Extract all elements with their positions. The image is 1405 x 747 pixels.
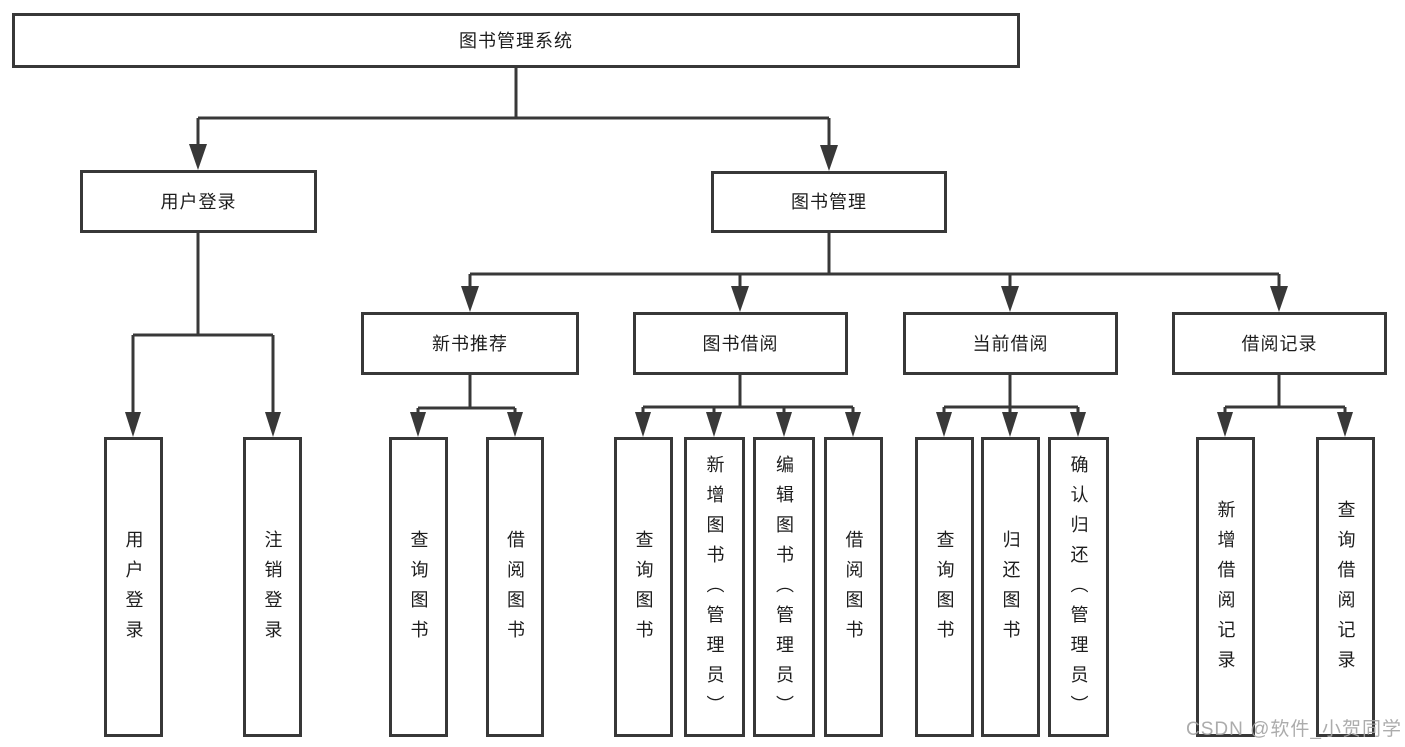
leaf-user-login: 用户登录 [104, 437, 163, 737]
node-user-login: 用户登录 [80, 170, 317, 233]
node-new-book-recommend: 新书推荐 [361, 312, 579, 375]
arrow-down-icon [461, 286, 479, 312]
arrow-down-icon [507, 412, 523, 437]
leaf-edit-book-admin: 编辑图书（管理员） [753, 437, 815, 737]
arrow-down-icon [776, 412, 792, 437]
node-book-borrow: 图书借阅 [633, 312, 848, 375]
node-library-system-root: 图书管理系统 [12, 13, 1020, 68]
arrow-down-icon [731, 286, 749, 312]
edge-login-to-leaves [131, 233, 275, 413]
arrow-down-icon [125, 412, 141, 437]
arrow-down-icon [189, 144, 207, 170]
arrow-down-icon [845, 412, 861, 437]
arrow-down-icon [1270, 286, 1288, 312]
arrow-down-icon [1337, 412, 1353, 437]
node-book-management: 图书管理 [711, 171, 947, 233]
edge-mgmt-to-level3 [468, 233, 1281, 289]
edge-root-to-level2 [196, 68, 831, 147]
node-current-borrow: 当前借阅 [903, 312, 1118, 375]
arrow-down-icon [1002, 412, 1018, 437]
leaf-borrow-query-books: 查询图书 [614, 437, 673, 737]
csdn-watermark: CSDN @软件_小贺同学 [1186, 719, 1402, 740]
edge-recommend-to-leaves [416, 375, 517, 413]
leaf-recommend-borrow-books: 借阅图书 [486, 437, 544, 737]
leaf-query-borrow-record: 查询借阅记录 [1316, 437, 1375, 737]
edge-current-to-leaves [942, 375, 1080, 413]
arrow-down-icon [820, 145, 838, 171]
arrow-down-icon [936, 412, 952, 437]
arrow-down-icon [1070, 412, 1086, 437]
arrow-down-icon [635, 412, 651, 437]
arrow-down-icon [265, 412, 281, 437]
leaf-logout: 注销登录 [243, 437, 302, 737]
edge-records-to-leaves [1223, 375, 1347, 413]
leaf-return-book: 归还图书 [981, 437, 1040, 737]
node-borrow-records: 借阅记录 [1172, 312, 1387, 375]
arrow-down-icon [706, 412, 722, 437]
leaf-borrow-borrow-books: 借阅图书 [824, 437, 883, 737]
leaf-current-query-books: 查询图书 [915, 437, 974, 737]
leaf-add-borrow-record: 新增借阅记录 [1196, 437, 1255, 737]
leaf-recommend-query-books: 查询图书 [389, 437, 448, 737]
arrow-down-icon [410, 412, 426, 437]
edge-borrow-to-leaves [641, 375, 855, 413]
leaf-add-book-admin: 新增图书（管理员） [684, 437, 745, 737]
arrow-down-icon [1217, 412, 1233, 437]
leaf-confirm-return-admin: 确认归还（管理员） [1048, 437, 1109, 737]
arrow-down-icon [1001, 286, 1019, 312]
